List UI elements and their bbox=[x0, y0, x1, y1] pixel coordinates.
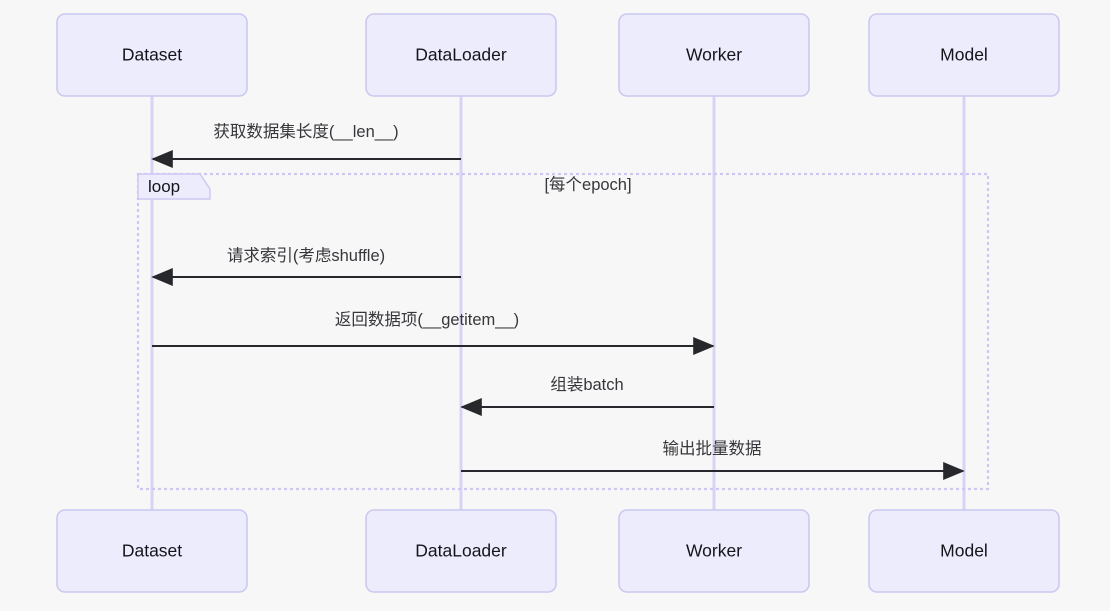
participant-label: Worker bbox=[686, 45, 742, 65]
loop-fragment-keyword: loop bbox=[148, 177, 180, 196]
participant-box[interactable] bbox=[868, 13, 1060, 97]
lifelines-group bbox=[150, 96, 966, 510]
participant-box[interactable] bbox=[365, 509, 557, 593]
participant-label: DataLoader bbox=[415, 541, 507, 561]
participant-worker-top[interactable]: Worker bbox=[618, 13, 810, 97]
loop-fragment-tag bbox=[137, 173, 211, 200]
participant-box[interactable] bbox=[365, 13, 557, 97]
participant-label: Model bbox=[940, 45, 988, 65]
messages-group: 获取数据集长度(__len__) 请求索引(考虑shuffle) 返回数据项(__g… bbox=[151, 122, 965, 480]
participant-dataset-top[interactable]: Dataset bbox=[56, 13, 248, 97]
participant-label: DataLoader bbox=[415, 45, 507, 65]
loop-fragment-group: loop [每个epoch] bbox=[136, 172, 990, 491]
participant-box[interactable] bbox=[618, 509, 810, 593]
loop-fragment-condition: [每个epoch] bbox=[544, 175, 631, 194]
participant-label: Worker bbox=[686, 541, 742, 561]
participant-worker-bottom[interactable]: Worker bbox=[618, 509, 810, 593]
participant-dataset-bottom[interactable]: Dataset bbox=[56, 509, 248, 593]
participant-box[interactable] bbox=[868, 509, 1060, 593]
participants-bottom-group: Dataset DataLoader Worker Model bbox=[56, 509, 1060, 593]
participant-label: Dataset bbox=[122, 541, 182, 561]
msg-return-item-label: 返回数据项(__getitem__) bbox=[335, 310, 519, 329]
msg-request-index-label: 请求索引(考虑shuffle) bbox=[227, 246, 385, 265]
participant-box[interactable] bbox=[56, 509, 248, 593]
participants-top-group: Dataset DataLoader Worker Model bbox=[56, 13, 1060, 97]
loop-fragment-frame bbox=[136, 172, 990, 491]
msg-get-len-label: 获取数据集长度(__len__) bbox=[213, 122, 398, 141]
participant-dataloader-top[interactable]: DataLoader bbox=[365, 13, 557, 97]
participant-model-top[interactable]: Model bbox=[868, 13, 1060, 97]
participant-model-bottom[interactable]: Model bbox=[868, 509, 1060, 593]
participant-box[interactable] bbox=[56, 13, 248, 97]
participant-box[interactable] bbox=[618, 13, 810, 97]
participant-label: Dataset bbox=[122, 45, 182, 65]
msg-collate-batch-label: 组装batch bbox=[550, 375, 623, 394]
msg-output-batch-label: 输出批量数据 bbox=[663, 439, 762, 458]
participant-dataloader-bottom[interactable]: DataLoader bbox=[365, 509, 557, 593]
participant-label: Model bbox=[940, 541, 988, 561]
